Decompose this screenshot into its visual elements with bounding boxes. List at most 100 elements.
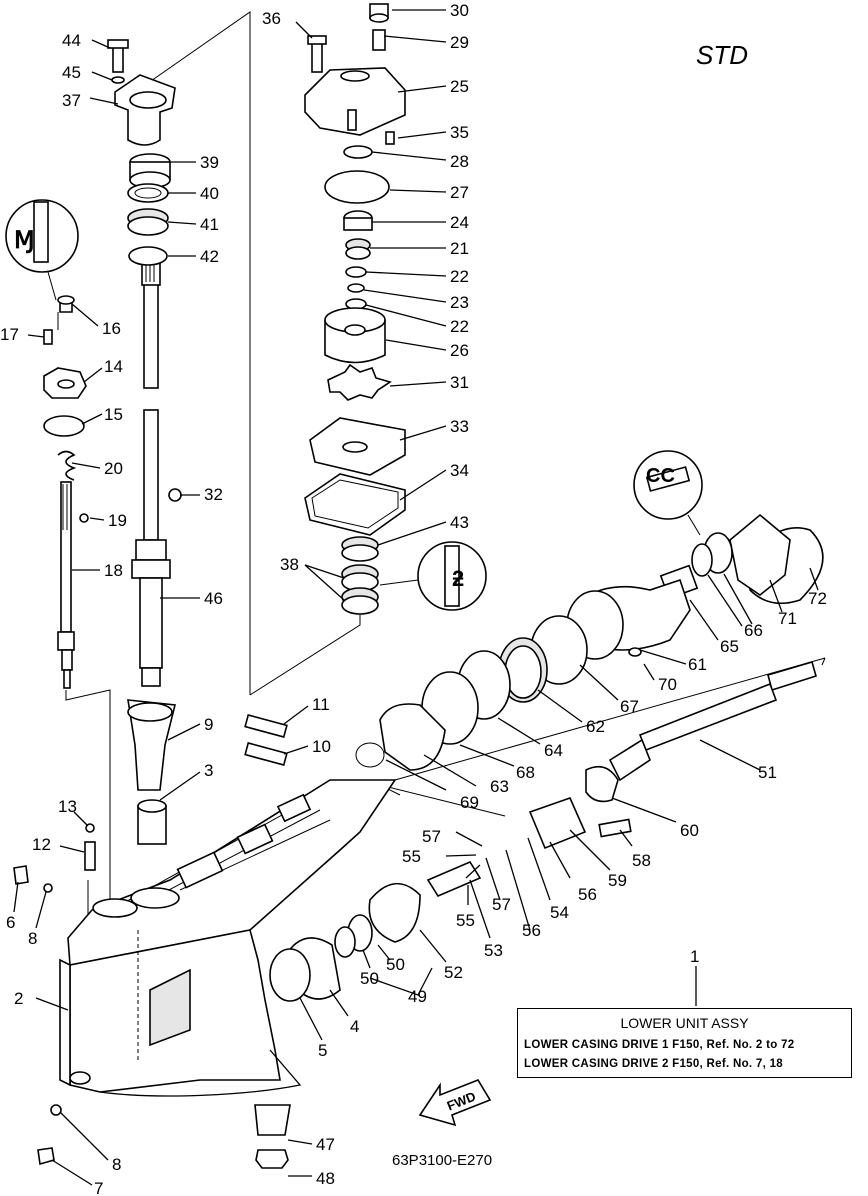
callout-36: 36 [262,9,281,28]
callout-42: 42 [200,247,219,266]
shift-rod [57,450,77,689]
callout-35: 35 [450,123,469,142]
callout-8a: 8 [28,929,37,948]
guide-lines [57,11,826,920]
callout-16: 16 [102,319,121,338]
shift-lever-assy [43,295,89,523]
callout-50a: 50 [360,969,379,988]
callout-28: 28 [450,152,469,171]
callout-numbers: 30 29 25 35 28 27 24 21 22 23 22 26 31 3… [0,1,827,1196]
callout-58: 58 [632,851,651,870]
callout-13: 13 [58,797,77,816]
callout-62: 62 [586,717,605,736]
callout-67: 67 [620,697,639,716]
callout-8b: 8 [112,1155,121,1174]
callout-3: 3 [204,761,213,780]
callout-18: 18 [104,561,123,580]
callout-55a: 55 [402,847,421,866]
callout-30: 30 [450,1,469,20]
variant-label: STD [696,40,748,70]
callout-41: 41 [200,215,219,234]
callout-63: 63 [490,777,509,796]
callout-61: 61 [688,655,707,674]
callout-38: 38 [280,555,299,574]
legend-row-2: LOWER CASING DRIVE 2 F150, Ref. No. 7, 1… [524,1058,783,1070]
callout-56b: 56 [522,921,541,940]
callout-26: 26 [450,341,469,360]
legend-title: LOWER UNIT ASSY [620,1015,749,1031]
callout-24: 24 [450,213,469,232]
callout-7: 7 [94,1179,103,1196]
water-pump-parts [304,3,406,615]
callout-51: 51 [758,763,777,782]
callout-70: 70 [658,675,677,694]
callout-15: 15 [104,405,123,424]
callout-68: 68 [516,763,535,782]
svg-text:ƻ: ƻ [452,566,464,591]
callout-27: 27 [450,183,469,202]
callout-22a: 22 [450,267,469,286]
callout-72: 72 [808,589,827,608]
drawing-code: 63P3100-E270 [392,1152,493,1169]
callout-34: 34 [450,461,469,480]
callout-2: 2 [14,989,23,1008]
callout-65: 65 [720,637,739,656]
legend-row-1: LOWER CASING DRIVE 1 F150, Ref. No. 2 to… [524,1039,795,1051]
fwd-arrow: FWD [418,1079,492,1127]
svg-text:CC: CC [646,465,675,487]
callout-46: 46 [204,589,223,608]
callout-49: 49 [408,987,427,1006]
callout-57a: 57 [422,827,441,846]
callout-17: 17 [0,325,19,344]
callout-71: 71 [778,609,797,628]
detail-inset-38: ƻ [379,541,487,611]
callout-40: 40 [200,184,219,203]
upper-left-parts [107,39,176,266]
callout-37: 37 [62,91,81,110]
callout-33: 33 [450,417,469,436]
callout-39: 39 [200,153,219,172]
detail-inset-cc: CC [633,450,703,536]
callout-60: 60 [680,821,699,840]
legend-box: LOWER UNIT ASSY LOWER CASING DRIVE 1 F15… [517,1008,852,1078]
callout-54: 54 [550,903,569,922]
callout-20: 20 [104,459,123,478]
callout-10: 10 [312,737,331,756]
callout-32: 32 [204,485,223,504]
callout-23: 23 [450,293,469,312]
propeller-shaft-assy [13,488,824,1169]
callout-22b: 22 [450,317,469,336]
callout-47: 47 [316,1135,335,1154]
callout-66: 66 [744,621,763,640]
callout-44: 44 [62,31,81,50]
callout-48: 48 [316,1169,335,1188]
callout-6: 6 [6,913,15,932]
callout-55b: 55 [456,911,475,930]
callout-57b: 57 [492,895,511,914]
callout-53: 53 [484,941,503,960]
callout-5: 5 [318,1041,327,1060]
callout-21: 21 [450,239,469,258]
callout-69: 69 [460,793,479,812]
callout-29: 29 [450,33,469,52]
lower-casing [59,779,397,1097]
callout-4: 4 [350,1017,359,1036]
callout-31: 31 [450,373,469,392]
svg-text:Ɱ: Ɱ [14,227,35,254]
callout-9: 9 [204,715,213,734]
leader-lines [13,9,819,1186]
callout-12: 12 [32,835,51,854]
callout-50b: 50 [386,955,405,974]
callout-1: 1 [690,947,699,966]
callout-14: 14 [104,357,123,376]
detail-inset-left: Ɱ [5,199,79,301]
callout-43: 43 [450,513,469,532]
callout-25: 25 [450,77,469,96]
drive-shaft [131,254,171,687]
callout-19: 19 [108,511,127,530]
callout-45: 45 [62,63,81,82]
callout-56a: 56 [578,885,597,904]
callout-64: 64 [544,741,563,760]
callout-11: 11 [312,695,330,714]
